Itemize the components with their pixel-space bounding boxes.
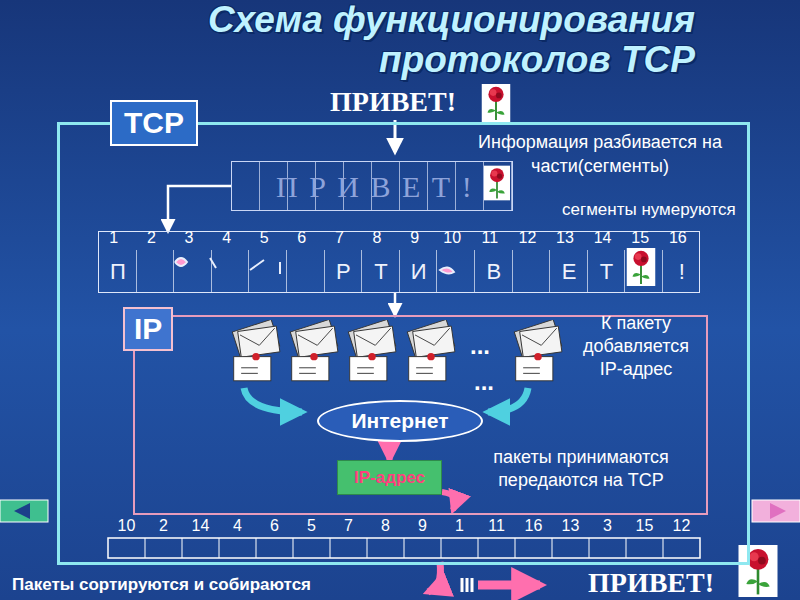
callout-number: 13: [546, 229, 584, 247]
callout-number: 14: [584, 229, 622, 247]
segment-text: П Р И В Е Т !: [276, 169, 474, 205]
callout-number: 4: [219, 516, 256, 536]
callout-number: 16: [659, 229, 697, 247]
callout-number: 10: [433, 229, 471, 247]
internet-oval: Интернет: [317, 400, 483, 442]
callout-number: 15: [621, 229, 659, 247]
node-text: IP-адрес: [354, 467, 425, 489]
flow-arrow: [394, 293, 397, 315]
callout-number: 11: [478, 516, 515, 536]
note-label: К пакету добавляется IP-адрес: [572, 312, 700, 381]
callout-number: 3: [170, 229, 208, 247]
ip-address-box: IP-адрес: [337, 460, 442, 495]
note-label: ...: [474, 370, 494, 394]
callout-number: 15: [626, 516, 663, 536]
segment-letter: П: [99, 258, 137, 286]
segment-letter: Е: [550, 258, 588, 286]
callout-number: 12: [509, 229, 547, 247]
callout-number: 6: [256, 516, 293, 536]
segment-letter: В: [475, 258, 513, 286]
note-label: ...: [470, 334, 490, 358]
segment-letter: Р: [325, 258, 363, 286]
callout-number: 13: [552, 516, 589, 536]
callout-number: 10: [108, 516, 145, 536]
callout-number: 1: [441, 516, 478, 536]
callout-number: 1: [95, 229, 133, 247]
segment-letter: Т: [362, 258, 400, 286]
callout-number: 2: [133, 229, 171, 247]
segment-letter: И: [400, 258, 438, 286]
callout-number: 9: [396, 229, 434, 247]
callout-number: 14: [182, 516, 219, 536]
flow-arrow: [168, 186, 231, 231]
callout-number: 2: [145, 516, 182, 536]
node-text: Интернет: [352, 408, 449, 434]
callout-number: 12: [663, 516, 700, 536]
callout-number: 6: [283, 229, 321, 247]
callout-number: 5: [245, 229, 283, 247]
callout-number: 7: [321, 229, 359, 247]
callout-number: 3: [589, 516, 626, 536]
note-label: ПРИВЕТ!: [330, 86, 456, 118]
callout-number: 9: [404, 516, 441, 536]
protocol-badge: IP: [123, 307, 173, 351]
note-label: Пакеты сортируются и собираются: [12, 574, 311, 596]
note-label: сегменты нумеруются: [562, 200, 736, 220]
callout-number: 8: [358, 229, 396, 247]
note-label: пакеты принимаются передаются на TCP: [468, 446, 694, 492]
note-label: Информация разбивается на части(сегменты…: [455, 130, 745, 178]
segment-letter: !: [663, 258, 701, 286]
callout-number: 5: [293, 516, 330, 536]
diagram-title: Схема функционирования протоколов TCP: [95, 0, 695, 80]
segment-strip: П Р И В Е Т !: [231, 161, 513, 211]
protocol-badge: TCP: [110, 100, 198, 146]
callout-number: 8: [367, 516, 404, 536]
callout-number: 4: [208, 229, 246, 247]
callout-number: 11: [471, 229, 509, 247]
flow-arrow: [387, 442, 393, 460]
callout-number: 16: [515, 516, 552, 536]
segment-letter: Т: [588, 258, 626, 286]
note-label: ПРИВЕТ!: [588, 567, 714, 599]
callout-number: 7: [330, 516, 367, 536]
